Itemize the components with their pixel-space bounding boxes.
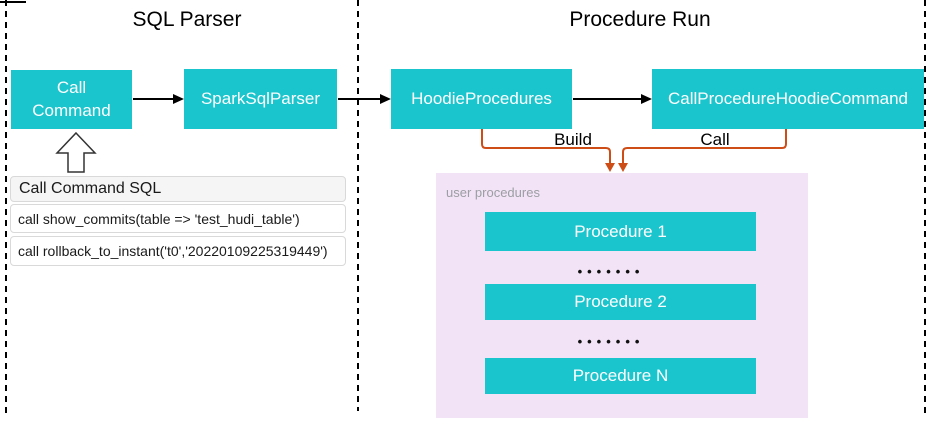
node-callprocedurehoodiecommand: CallProcedureHoodieCommand: [652, 69, 924, 129]
ellipsis-dots: •••••••: [577, 334, 645, 349]
node-procedure-n: Procedure N: [485, 358, 756, 394]
section-title-sql-parser: SQL Parser: [132, 8, 242, 31]
build-edge: [481, 129, 615, 172]
edge-label-build: Build: [554, 130, 592, 149]
edge-label-call: Call: [700, 130, 730, 149]
sql-example-show-commits: call show_commits(table => 'test_hudi_ta…: [10, 204, 346, 233]
node-procedure-2: Procedure 2: [485, 284, 756, 320]
node-procedure-1: Procedure 1: [485, 212, 756, 251]
arrow-sparksqlparser-to-hoodieprocedures: [338, 94, 391, 104]
arrow-callcommand-to-sparksqlparser: [133, 94, 184, 104]
section-title-procedure-run: Procedure Run: [569, 8, 711, 31]
hollow-up-arrow: [55, 131, 97, 173]
user-procedures-label: user procedures: [446, 185, 540, 200]
arrow-hoodieprocedures-to-callprocedure: [573, 94, 652, 104]
node-call-command: Call Command: [11, 70, 132, 129]
node-sparksqlparser: SparkSqlParser: [184, 69, 337, 129]
ellipsis-dots: •••••••: [577, 264, 645, 279]
sql-example-rollback-to-instant: call rollback_to_instant('t0','202201092…: [10, 236, 346, 266]
sql-panel-header: Call Command SQL: [10, 176, 346, 202]
user-procedures-panel: user procedures Procedure 1 ••••••• Proc…: [436, 173, 808, 418]
node-hoodieprocedures: HoodieProcedures: [391, 69, 572, 129]
